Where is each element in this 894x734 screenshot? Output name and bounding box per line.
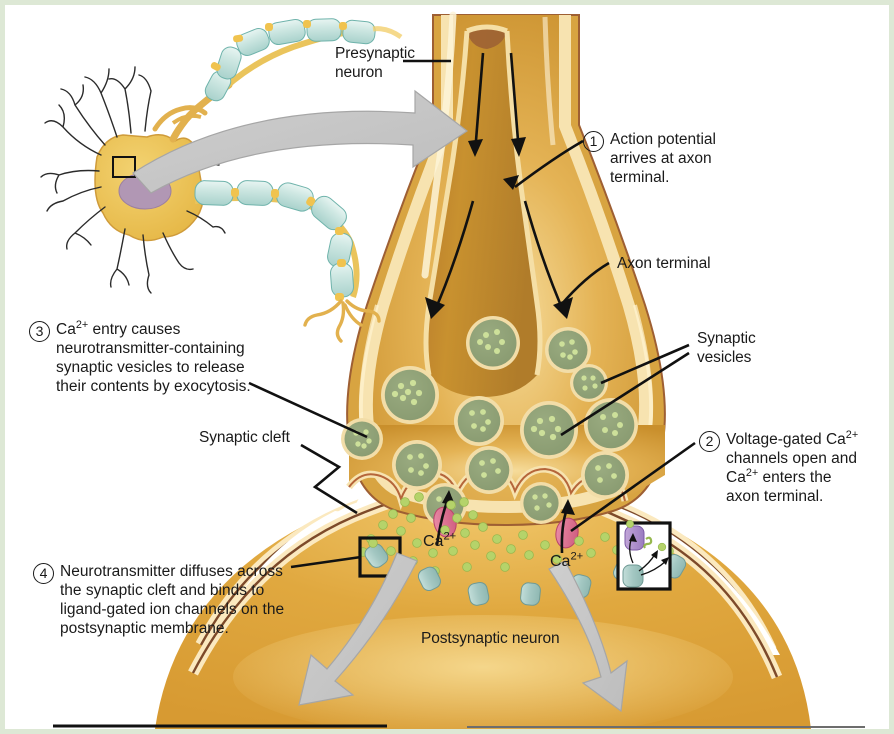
step-2-text: Voltage-gated Ca2+ channels open and Ca2… [726,428,859,505]
step-1: 1 Action potential arrives at axon termi… [583,131,758,188]
ligand-channel-open-detail [616,520,672,591]
zoom-arrow-top [132,89,469,194]
zoom-arrow-bottom-left [298,552,418,706]
zoom-arrow-bottom-right [548,560,628,713]
step-4-text: Neurotransmitter diffuses across the syn… [60,563,285,637]
leader-vesicle-b [560,351,690,437]
vesicle [520,401,578,459]
leader-axon-terminal [560,261,610,306]
ligand-channel [520,582,541,606]
step-4: 4 Neurotransmitter diffuses across the s… [33,563,323,639]
vesicle [581,451,629,499]
leader-step4 [290,555,362,569]
ligand-channel [364,538,389,568]
vesicle [465,446,513,494]
calcium-right-charge: 2+ [570,550,584,563]
leader-vesicle-a [600,343,690,385]
myelinated-axon-upper [204,18,403,102]
vesicle [466,316,520,370]
leader-synaptic-cleft [300,443,358,515]
vesicle [520,482,562,524]
step-1-text: Action potential arrives at axon termina… [610,131,716,186]
vesicle [584,398,638,452]
bottom-panels [53,724,865,728]
label-presynaptic-neuron: Presynaptic neuron [335,45,415,81]
label-postsynaptic-neuron: Postsynaptic neuron [421,630,560,647]
calcium-right-text: Ca [550,553,571,570]
vesicle [341,418,383,460]
step-4-number: 4 [33,563,54,584]
vesicle [381,366,439,424]
leader-lines [248,59,696,569]
vesicle [545,327,591,373]
vesicle [454,396,504,446]
step-1-number: 1 [583,131,604,152]
label-axon-terminal: Axon terminal [617,255,711,272]
neuron-zoom-box [112,156,136,178]
label-calcium-left: Ca2+ [423,530,457,551]
vesicle [392,440,442,490]
action-potential-arrows [425,52,573,319]
step-2: 2 Voltage-gated Ca2+ channels open and C… [699,428,881,507]
calcium-influx-arrows [435,490,575,554]
vesicle [570,364,608,402]
step-2-number: 2 [699,431,720,452]
ligand-channel [417,566,441,591]
step-3: 3 Ca2+ entry causes neurotransmitter-con… [29,318,297,397]
leader-step1 [514,139,584,189]
myelinated-axon-lower [194,180,381,343]
step-3-number: 3 [29,321,50,342]
label-synaptic-cleft: Synaptic cleft [199,429,290,446]
label-calcium-right: Ca2+ [550,550,584,571]
leader-step3 [248,381,368,439]
step-3-text: Ca2+ entry causes neurotransmitter-conta… [56,318,251,395]
label-synaptic-vesicles: Synaptic vesicles [697,330,756,366]
ligand-channel [467,581,490,606]
calcium-left-charge: 2+ [443,530,457,543]
calcium-left-text: Ca [423,533,444,550]
leader-step2 [570,441,696,533]
